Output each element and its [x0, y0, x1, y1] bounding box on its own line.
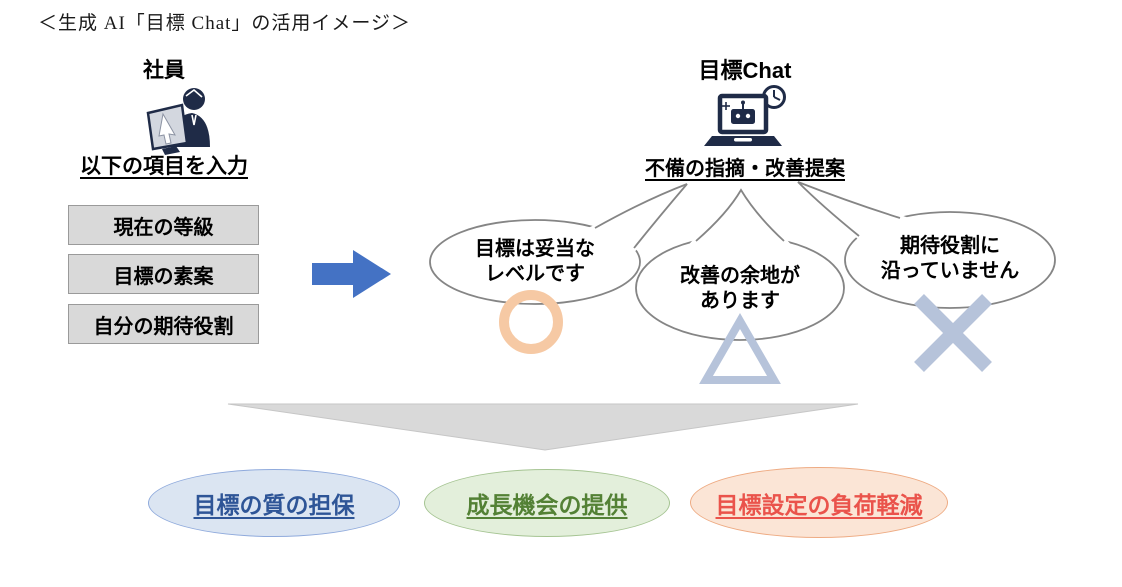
input-box-goal-draft: 目標の素案 [68, 254, 259, 294]
right-arrow-icon [312, 250, 391, 298]
speech-bubble-improve [635, 185, 845, 341]
bubble-improve-line1: 改善の余地が [680, 265, 800, 287]
bubble-text-improve: 改善の余地が あります [640, 264, 840, 314]
input-box-expected-role: 自分の期待役割 [68, 304, 259, 344]
chat-subheading: 不備の指摘・改善提案 [645, 158, 845, 180]
speech-bubble-valid [429, 181, 690, 305]
cross-mark [914, 294, 992, 372]
outcome-quality-assurance: 目標の質の担保 [148, 469, 400, 537]
chat-heading: 目標Chat [698, 58, 792, 83]
bubble-text-valid: 目標は妥当な レベルです [435, 237, 635, 287]
outcome-growth-label: 成長機会の提供 [466, 492, 628, 518]
page-title: ＜生成 AI「目標 Chat」の活用イメージ＞ [38, 13, 412, 34]
outcome-quality-label: 目標の質の担保 [193, 492, 355, 518]
funnel-triangle [227, 403, 859, 451]
laptop-robot-clock-icon [704, 85, 786, 146]
circle-mark [499, 290, 563, 354]
employee-instruction: 以下の項目を入力 [80, 155, 248, 178]
input-box-grade: 現在の等級 [68, 205, 259, 245]
outcome-growth-opportunity: 成長機会の提供 [424, 469, 670, 537]
bubble-improve-line2: あります [700, 290, 780, 312]
bubble-mismatch-line2: 沿っていません [880, 260, 1020, 282]
bubble-text-mismatch: 期待役割に 沿っていません [850, 234, 1050, 284]
outcome-load-reduction: 目標設定の負荷軽減 [690, 467, 948, 538]
employee-heading: 社員 [143, 59, 185, 82]
outcome-load-label: 目標設定の負荷軽減 [715, 491, 923, 518]
bubble-mismatch-line1: 期待役割に [900, 235, 1000, 257]
person-at-computer-icon [146, 88, 210, 155]
triangle-mark [699, 312, 781, 384]
bubble-valid-line1: 目標は妥当な [475, 238, 595, 260]
bubble-valid-line2: レベルです [485, 263, 585, 285]
speech-bubble-mismatch [796, 179, 1056, 309]
